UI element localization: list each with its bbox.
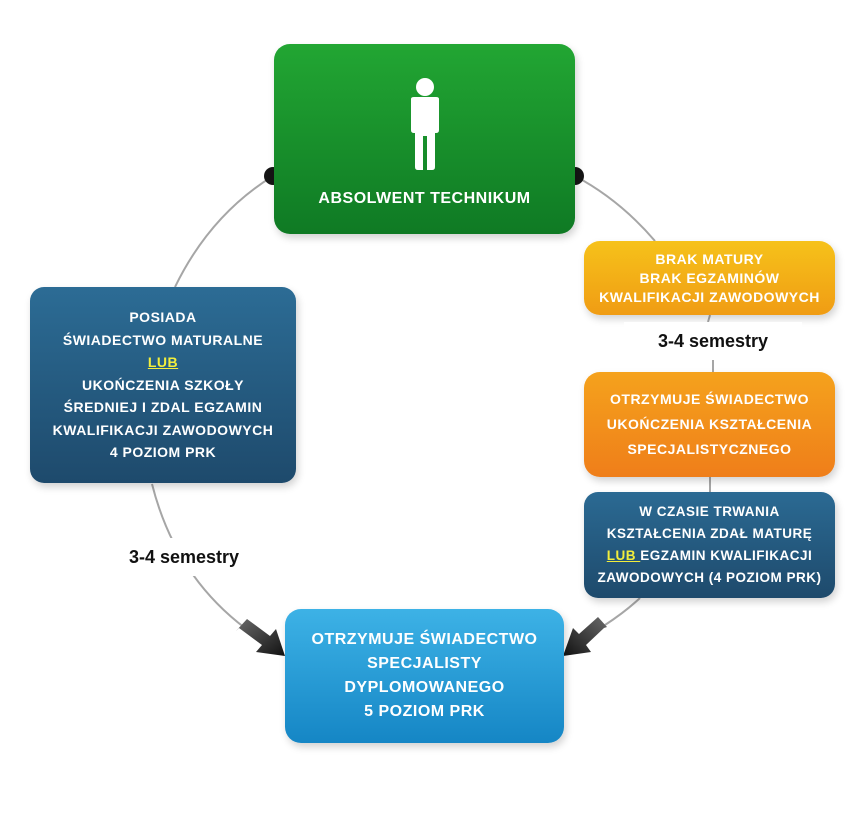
node-absolwent-technikum: ABSOLWENT TECHNIKUM <box>274 44 575 234</box>
node-right-mid-line1: OTRZYMUJE ŚWIADECTWO <box>610 391 809 407</box>
node-left-line3: UKOŃCZENIA SZKOŁY <box>82 376 244 393</box>
node-right-top-line1: BRAK MATURY <box>655 250 764 267</box>
node-matura-holder: POSIADA ŚWIADECTWO MATURALNE LUB UKOŃCZE… <box>30 287 296 483</box>
node-right-bottom-line4: ZAWODOWYCH (4 POZIOM PRK) <box>597 570 822 585</box>
node-right-top-line3: KWALIFIKACJI ZAWODOWYCH <box>599 288 820 305</box>
node-left-line2: ŚWIADECTWO MATURALNE <box>62 331 264 348</box>
node-right-top-line2: BRAK EGZAMINÓW <box>639 269 780 286</box>
node-right-bottom-connector: LUB <box>606 548 641 563</box>
arc-right-upper <box>574 175 656 242</box>
node-right-bottom-line3: LUB EGZAMIN KWALIFIKACJI <box>607 545 813 567</box>
duration-label-left: 3-4 semestry <box>100 538 268 576</box>
node-matura-during-course: W CZASIE TRWANIA KSZTAŁCENIA ZDAŁ MATURĘ… <box>584 492 835 598</box>
arrow-left-head <box>236 619 285 656</box>
node-right-bottom-line2: KSZTAŁCENIA ZDAŁ MATURĘ <box>606 526 813 541</box>
node-bottom-line2: SPECJALISTY <box>367 655 482 672</box>
node-right-bottom-line1: W CZASIE TRWANIA <box>639 504 780 519</box>
node-top-title: ABSOLWENT TECHNIKUM <box>318 190 531 207</box>
node-no-matura: BRAK MATURY BRAK EGZAMINÓW KWALIFIKACJI … <box>584 241 835 315</box>
node-bottom-line1: OTRZYMUJE ŚWIADECTWO <box>311 631 538 648</box>
duration-label-right: 3-4 semestry <box>624 322 802 360</box>
node-left-connector: LUB <box>147 354 179 371</box>
arc-right-seg1 <box>707 314 711 323</box>
node-left-line4: ŚREDNIEJ I ZDAL EGZAMIN <box>63 399 263 416</box>
node-right-mid-line3: SPECJALISTYCZNEGO <box>627 441 792 457</box>
node-right-bottom-line3-rest: EGZAMIN KWALIFIKACJI <box>640 548 813 563</box>
arc-right-lower <box>604 597 641 626</box>
node-bottom-line3: DYPLOMOWANEGO <box>344 679 505 696</box>
person-icon <box>410 78 439 170</box>
node-left-line6: 4 POZIOM PRK <box>109 444 217 461</box>
node-left-line5: KWALIFIKACJI ZAWODOWYCH <box>52 421 274 438</box>
node-bottom-line4: 5 POZIOM PRK <box>364 703 485 720</box>
node-specialist-certificate: OTRZYMUJE ŚWIADECTWO UKOŃCZENIA KSZTAŁCE… <box>584 372 835 477</box>
node-specialist-diploma: OTRZYMUJE ŚWIADECTWO SPECJALISTY DYPLOMO… <box>285 609 564 743</box>
arrow-right-head <box>563 617 607 656</box>
arc-left-upper <box>174 175 274 288</box>
node-right-mid-line2: UKOŃCZENIA KSZTAŁCENIA <box>606 416 813 432</box>
node-left-line1: POSIADA <box>129 309 197 326</box>
